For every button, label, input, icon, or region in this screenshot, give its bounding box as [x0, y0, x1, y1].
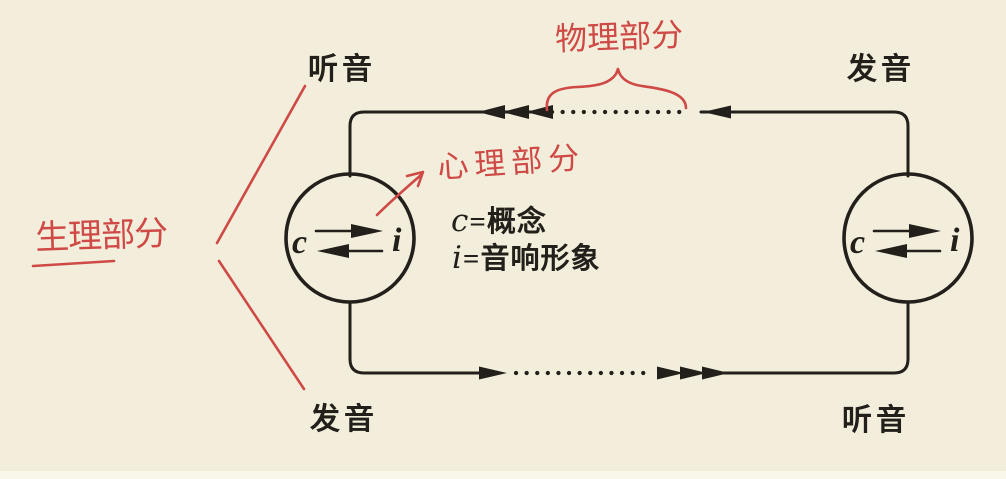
left-person-circle-group: c i [284, 172, 416, 304]
bottom-wire-arrowheads-right-cluster [657, 366, 729, 380]
concept-to-image-arrowhead [351, 224, 383, 238]
left-arrowhead-2 [502, 105, 529, 119]
circuit-wires [348, 109, 910, 376]
bottom-wire-right-solid [722, 300, 910, 375]
legend: c=概念 i=音响形象 [451, 203, 600, 276]
right-arrowhead-1 [657, 366, 684, 380]
right-circle-image-symbol: i [950, 222, 960, 259]
left-circle-image-symbol: i [392, 222, 402, 259]
label-hearing-top-left: 听音 [308, 53, 376, 86]
image-to-concept-arrowhead [317, 244, 349, 258]
top-wire-right-solid [699, 110, 910, 178]
page-bottom-edge [0, 471, 1006, 479]
label-speaking-bottom-left: 发音 [309, 403, 378, 436]
psychological-part-arrow-shaft [375, 173, 423, 217]
annotation-physical-part: 物理部分 [554, 16, 683, 58]
bottom-wire-left-solid [348, 300, 502, 375]
top-wire-arrowhead-right [703, 105, 731, 119]
right-person-circle [842, 172, 974, 304]
legend-image-line: i=音响形象 [452, 240, 600, 276]
annotation-physiological-part: 生理部分 [34, 214, 167, 259]
bottom-wire-arrowhead-left [479, 366, 507, 380]
right-person-circle-group: c i [842, 172, 974, 304]
image-to-concept-arrowhead [875, 244, 907, 258]
left-arrowhead-1 [478, 105, 505, 119]
physiological-part-underline [31, 259, 116, 268]
top-wire-left-solid [348, 110, 547, 178]
label-hearing-bottom-right: 听音 [842, 404, 910, 437]
legend-concept-symbol: c [451, 203, 469, 239]
physiological-part-bracket-upper [215, 84, 307, 245]
legend-image-definition: =音响形象 [463, 241, 601, 275]
legend-image-symbol: i [452, 240, 463, 276]
left-arrowhead-3 [526, 105, 553, 119]
annotation-psychological-part: 心理部分 [436, 140, 586, 186]
legend-concept-definition: =概念 [469, 204, 547, 238]
right-circle-concept-symbol: c [850, 224, 865, 261]
label-speaking-top-right: 发音 [846, 53, 915, 86]
right-arrowhead-2 [680, 366, 707, 380]
physiological-part-bracket-lower [217, 259, 306, 391]
legend-concept-line: c=概念 [451, 203, 547, 239]
left-circle-concept-symbol: c [292, 224, 307, 261]
left-person-circle [284, 172, 416, 304]
psychological-part-arrowhead [405, 170, 425, 188]
concept-to-image-arrowhead [909, 224, 941, 238]
physical-part-brace [545, 67, 688, 112]
right-arrowhead-3 [702, 366, 729, 380]
top-wire-arrowheads-left-cluster [478, 105, 553, 119]
